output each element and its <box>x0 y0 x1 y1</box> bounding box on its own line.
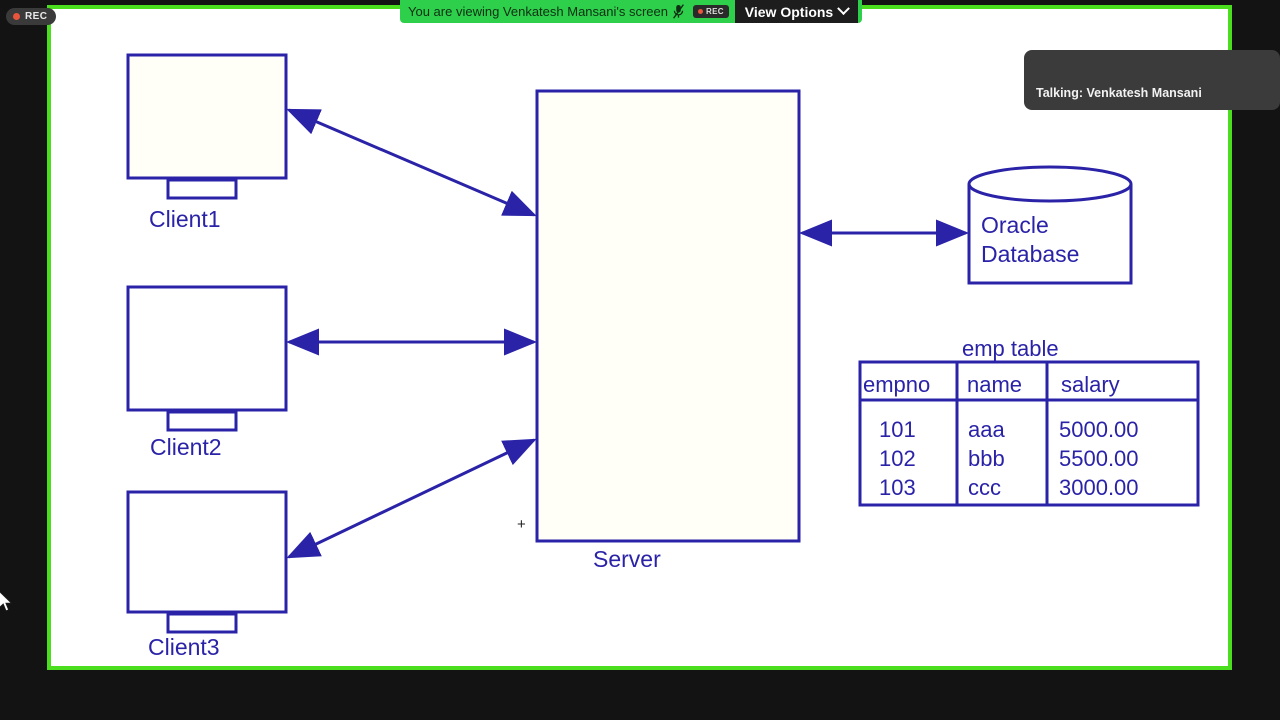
chevron-down-icon <box>837 2 851 16</box>
database-label-line1: Oracle <box>981 212 1049 238</box>
plus-marker: + <box>517 516 526 533</box>
emp-table-cell-empno-2: 102 <box>879 446 916 471</box>
oracle-database-node: Oracle Database <box>967 165 1133 285</box>
network-architecture-diagram: Client1 Client2 Client3 Server + <box>126 53 1200 660</box>
microphone-muted-icon <box>673 4 684 19</box>
emp-table-header-salary: salary <box>1061 372 1120 397</box>
emp-table-cell-name-2: bbb <box>968 446 1005 471</box>
mouse-pointer-icon <box>0 590 14 619</box>
banner-recording-label: REC <box>706 7 724 16</box>
emp-table-title: emp table <box>962 336 1059 361</box>
emp-table-cell-name-3: ccc <box>968 475 1001 500</box>
client-3-node: Client3 <box>126 490 288 660</box>
screen-share-banner: You are viewing Venkatesh Mansani's scre… <box>400 0 863 23</box>
emp-table: emp table empno name salary 101 aaa 5000… <box>858 336 1200 507</box>
emp-table-cell-salary-1: 5000.00 <box>1059 417 1139 442</box>
talking-indicator-overlay: Talking: Venkatesh Mansani <box>1024 50 1280 110</box>
connector-client1-server <box>286 108 537 217</box>
client-1-label: Client1 <box>149 206 221 232</box>
emp-table-header-name: name <box>967 372 1022 397</box>
emp-table-cell-salary-3: 3000.00 <box>1059 475 1139 500</box>
view-options-button[interactable]: View Options <box>734 0 859 23</box>
emp-table-cell-empno-1: 101 <box>879 417 916 442</box>
record-dot-icon <box>13 13 20 20</box>
client-1-node: Client1 <box>126 53 288 232</box>
emp-table-header-empno: empno <box>863 372 930 397</box>
server-label: Server <box>593 546 661 572</box>
server-node: Server + <box>517 89 801 572</box>
record-dot-icon <box>698 9 703 14</box>
client-2-node: Client2 <box>126 285 288 460</box>
emp-table-cell-salary-2: 5500.00 <box>1059 446 1139 471</box>
talking-indicator-text: Talking: Venkatesh Mansani <box>1036 86 1202 100</box>
client-3-label: Client3 <box>148 634 220 660</box>
database-label-line2: Database <box>981 241 1079 267</box>
recording-badge: REC <box>6 8 57 25</box>
shared-screen-area: Client1 Client2 Client3 Server + <box>47 5 1232 670</box>
client-2-label: Client2 <box>150 434 222 460</box>
recording-badge-label: REC <box>25 11 48 22</box>
emp-table-cell-name-1: aaa <box>968 417 1005 442</box>
view-options-label: View Options <box>744 3 834 20</box>
banner-recording-badge: REC <box>693 5 729 18</box>
screen-share-banner-text: You are viewing Venkatesh Mansani's scre… <box>408 4 668 19</box>
emp-table-cell-empno-3: 103 <box>879 475 916 500</box>
connector-client3-server <box>286 438 537 559</box>
